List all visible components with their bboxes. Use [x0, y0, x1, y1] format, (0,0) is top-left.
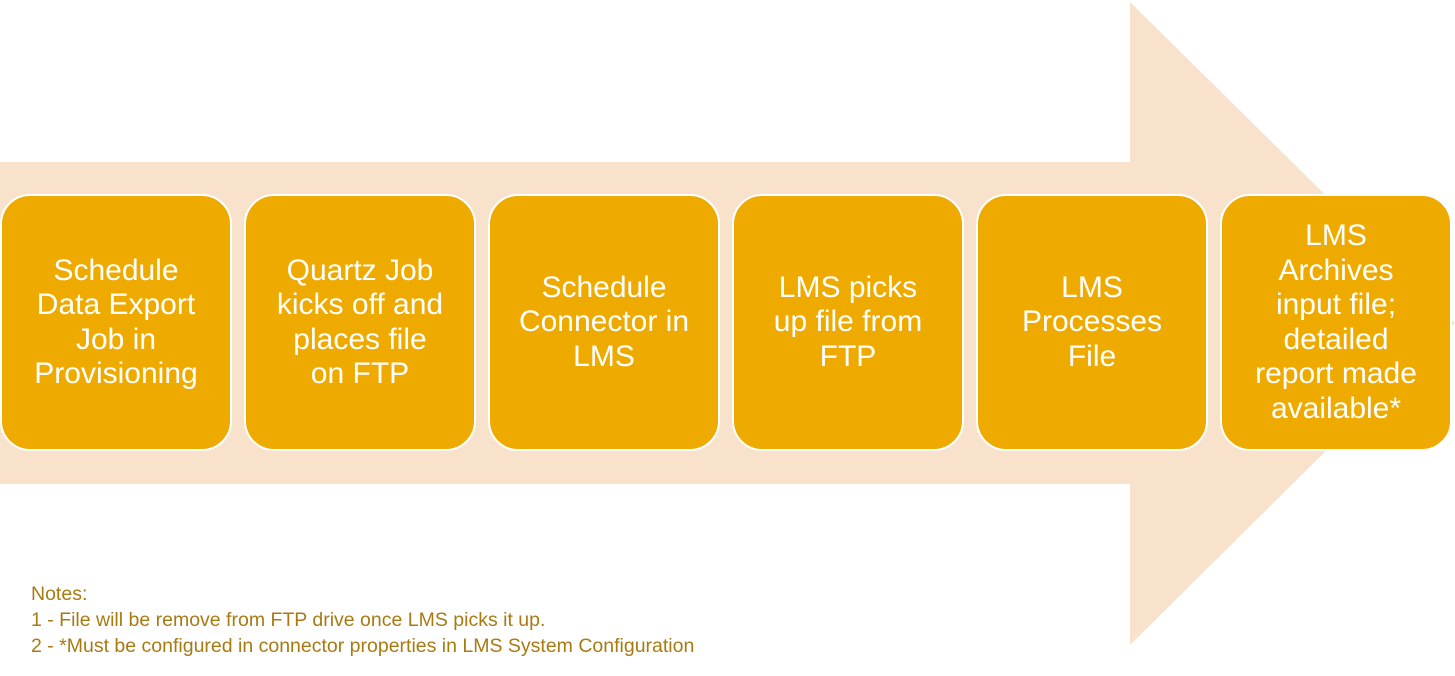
note-item: 1 - File will be remove from FTP drive o… [31, 609, 546, 631]
step-label: Schedule Data Export Job in Provisioning [34, 253, 198, 391]
step-lms-picks-up-file: LMS picks up file from FTP [732, 194, 964, 451]
step-lms-processes-file: LMS Processes File [976, 194, 1208, 451]
note-item: 2 - *Must be configured in connector pro… [31, 635, 695, 657]
step-lms-archives-input: LMS Archives input file; detailed report… [1220, 194, 1452, 451]
step-label: LMS picks up file from FTP [773, 270, 923, 373]
process-arrow-shape [0, 2, 1455, 645]
step-label: LMS Processes File [1021, 270, 1163, 373]
step-schedule-data-export: Schedule Data Export Job in Provisioning [0, 194, 232, 451]
step-schedule-connector: Schedule Connector in LMS [488, 194, 720, 451]
notes-heading: Notes: [31, 583, 88, 605]
step-label: Quartz Job kicks off and places file on … [276, 253, 444, 391]
step-quartz-job: Quartz Job kicks off and places file on … [244, 194, 476, 451]
step-label: Schedule Connector in LMS [518, 270, 690, 373]
step-label: LMS Archives input file; detailed report… [1255, 219, 1417, 425]
notes-block: Notes: 1 - File will be remove from FTP … [31, 581, 694, 659]
